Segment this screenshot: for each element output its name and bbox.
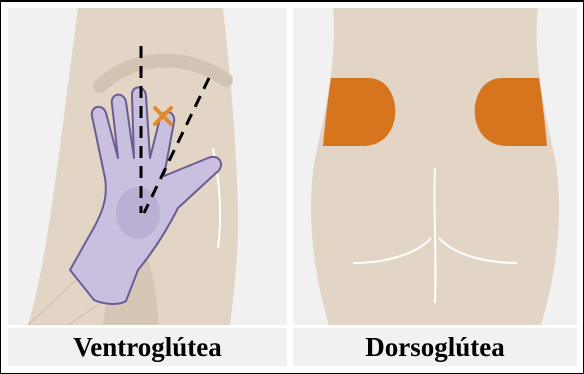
- caption-dorsogluteal: Dorsoglútea: [293, 328, 577, 366]
- left-target-zone: [323, 78, 395, 146]
- dorsogluteal-illustration: [293, 8, 577, 325]
- top-rule: [0, 0, 584, 2]
- gluteal-cleft: [434, 168, 435, 303]
- right-target-zone: [475, 78, 547, 146]
- ventrogluteal-illustration: [8, 8, 287, 325]
- ventrogluteal-svg: [8, 8, 287, 325]
- caption-ventrogluteal: Ventroglútea: [8, 328, 287, 366]
- dorsogluteal-svg: [293, 8, 577, 325]
